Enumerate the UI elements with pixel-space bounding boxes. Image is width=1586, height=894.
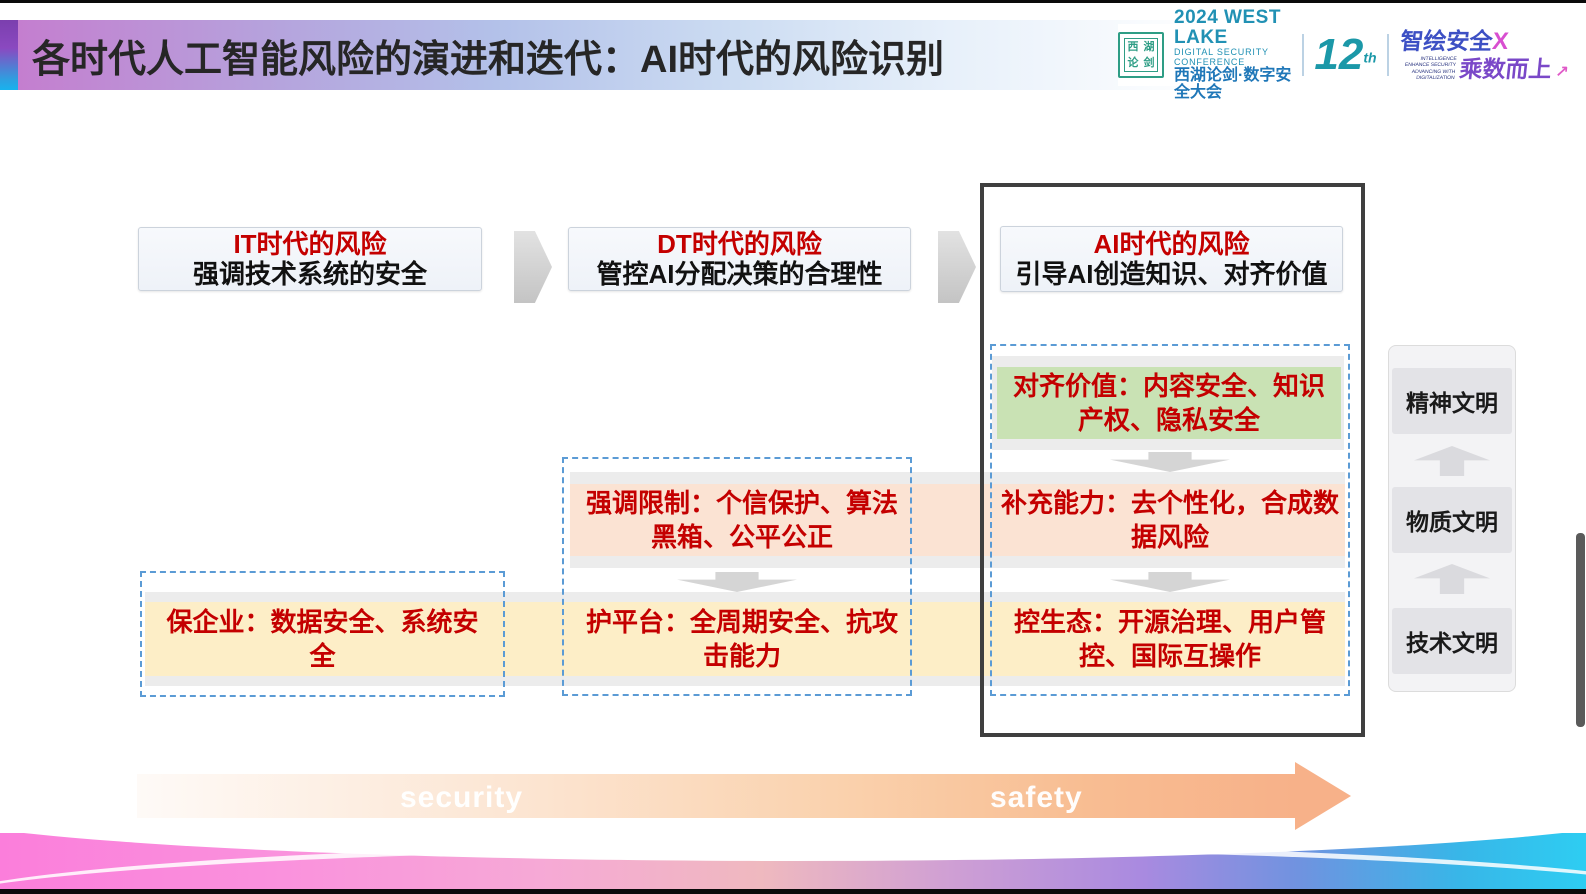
logo-divider — [1302, 34, 1305, 76]
conference-name-en: 2024 WEST LAKE — [1174, 7, 1281, 49]
risk-box-emphasize-limits: 强调限制：个信保护、算法黑箱、公平公正 — [585, 488, 898, 552]
scrollbar-thumb[interactable] — [1576, 533, 1585, 727]
slogan-x-mark: X — [1490, 27, 1510, 55]
timeline-arrow-shaft — [137, 774, 1295, 818]
era-flow-arrow-icon — [514, 231, 552, 303]
bottom-wave-decoration — [0, 833, 1586, 889]
risk-box-protect-platform: 护平台：全周期安全、抗攻击能力 — [585, 607, 898, 671]
yellow-strip — [145, 602, 1345, 676]
slogan-line2: INTELLIGENCE ENHANCE SECURITY ADVANCING … — [1396, 55, 1570, 82]
seal-char: 剑 — [1143, 57, 1155, 69]
title-accent-bar — [0, 20, 18, 90]
timeline-arrowhead-icon — [1295, 762, 1351, 830]
conference-brand-area: 西 湖 论 剑 2024 WEST LAKE DIGITAL SECURITY … — [1118, 8, 1573, 101]
conference-wordmark: 2024 WEST LAKE DIGITAL SECURITY CONFEREN… — [1174, 8, 1292, 101]
wave-white-streak — [0, 843, 1586, 889]
green-strip — [997, 367, 1341, 439]
dashed-group-ai — [990, 344, 1350, 696]
civ-cell-spiritual: 精神文明 — [1392, 368, 1512, 434]
civ-cell-technical: 技术文明 — [1392, 608, 1512, 674]
pink-strip — [570, 484, 1345, 556]
slogan-up-arrow-icon: ↗ — [1553, 63, 1570, 81]
era-title-it: IT时代的风险 — [233, 229, 387, 259]
slogan-line1: 智绘安全X — [1398, 27, 1573, 55]
title-band: 各时代人工智能风险的演进和迭代：AI时代的风险识别 — [18, 20, 1213, 90]
seal-char: 西 — [1127, 41, 1139, 53]
slogan-caption-en: INTELLIGENCE ENHANCE SECURITY ADVANCING … — [1404, 55, 1457, 81]
civ-cell-material: 物质文明 — [1392, 487, 1512, 553]
edition-12th-logo: 12th — [1314, 33, 1376, 77]
era-flow-arrow-icon — [938, 231, 976, 303]
era-box-ai: AI时代的风险 引导AI创造知识、对齐价值 — [1000, 226, 1343, 292]
dashed-group-dt — [562, 457, 912, 696]
risk-box-protect-enterprise: 保企业：数据安全、系统安全 — [166, 607, 479, 671]
theme-slogan-logo: 智绘安全X INTELLIGENCE ENHANCE SECURITY ADVA… — [1396, 27, 1573, 82]
dashed-group-it — [140, 571, 505, 697]
risk-box-align-value: 对齐价值：内容安全、知识产权、隐私安全 — [1012, 371, 1325, 435]
westlake-seal-logo-icon: 西 湖 论 剑 — [1118, 32, 1164, 78]
era-title-dt: DT时代的风险 — [657, 229, 822, 259]
timeline-label-safety: safety — [990, 781, 1083, 814]
era-subtitle-ai: 引导AI创造知识、对齐价值 — [1015, 259, 1328, 289]
edition-ordinal: th — [1363, 49, 1377, 66]
era-box-dt: DT时代的风险 管控AI分配决策的合理性 — [568, 227, 911, 291]
conference-subtitle-en: DIGITAL SECURITY CONFERENCE — [1174, 47, 1269, 67]
era-box-it: IT时代的风险 强调技术系统的安全 — [138, 227, 482, 291]
era-title-ai: AI时代的风险 — [1093, 229, 1250, 259]
logo-divider — [1386, 34, 1389, 76]
risk-box-control-ecosystem: 控生态：开源治理、用户管控、国际互操作 — [1013, 607, 1326, 671]
top-edge-bar — [0, 0, 1586, 3]
risk-box-supplement-capability: 补充能力：去个性化，合成数据风险 — [1000, 488, 1339, 552]
edition-number: 12 — [1314, 30, 1364, 79]
bottom-edge-bar — [0, 889, 1586, 894]
era-subtitle-dt: 管控AI分配决策的合理性 — [596, 259, 883, 289]
slogan-text-cn1: 智绘安全 — [1398, 27, 1494, 54]
ai-focus-outline — [980, 183, 1365, 737]
page-title: 各时代人工智能风险的演进和迭代：AI时代的风险识别 — [32, 38, 945, 81]
conference-name-cn: 西湖论剑·数字安全大会 — [1174, 67, 1292, 101]
slogan-text-cn2: 乘数而上 — [1457, 55, 1553, 82]
seal-char: 湖 — [1143, 41, 1155, 53]
era-subtitle-it: 强调技术系统的安全 — [192, 259, 427, 289]
seal-char: 论 — [1127, 57, 1139, 69]
timeline-label-security: security — [400, 781, 524, 814]
seal-characters: 西 湖 论 剑 — [1124, 38, 1158, 72]
